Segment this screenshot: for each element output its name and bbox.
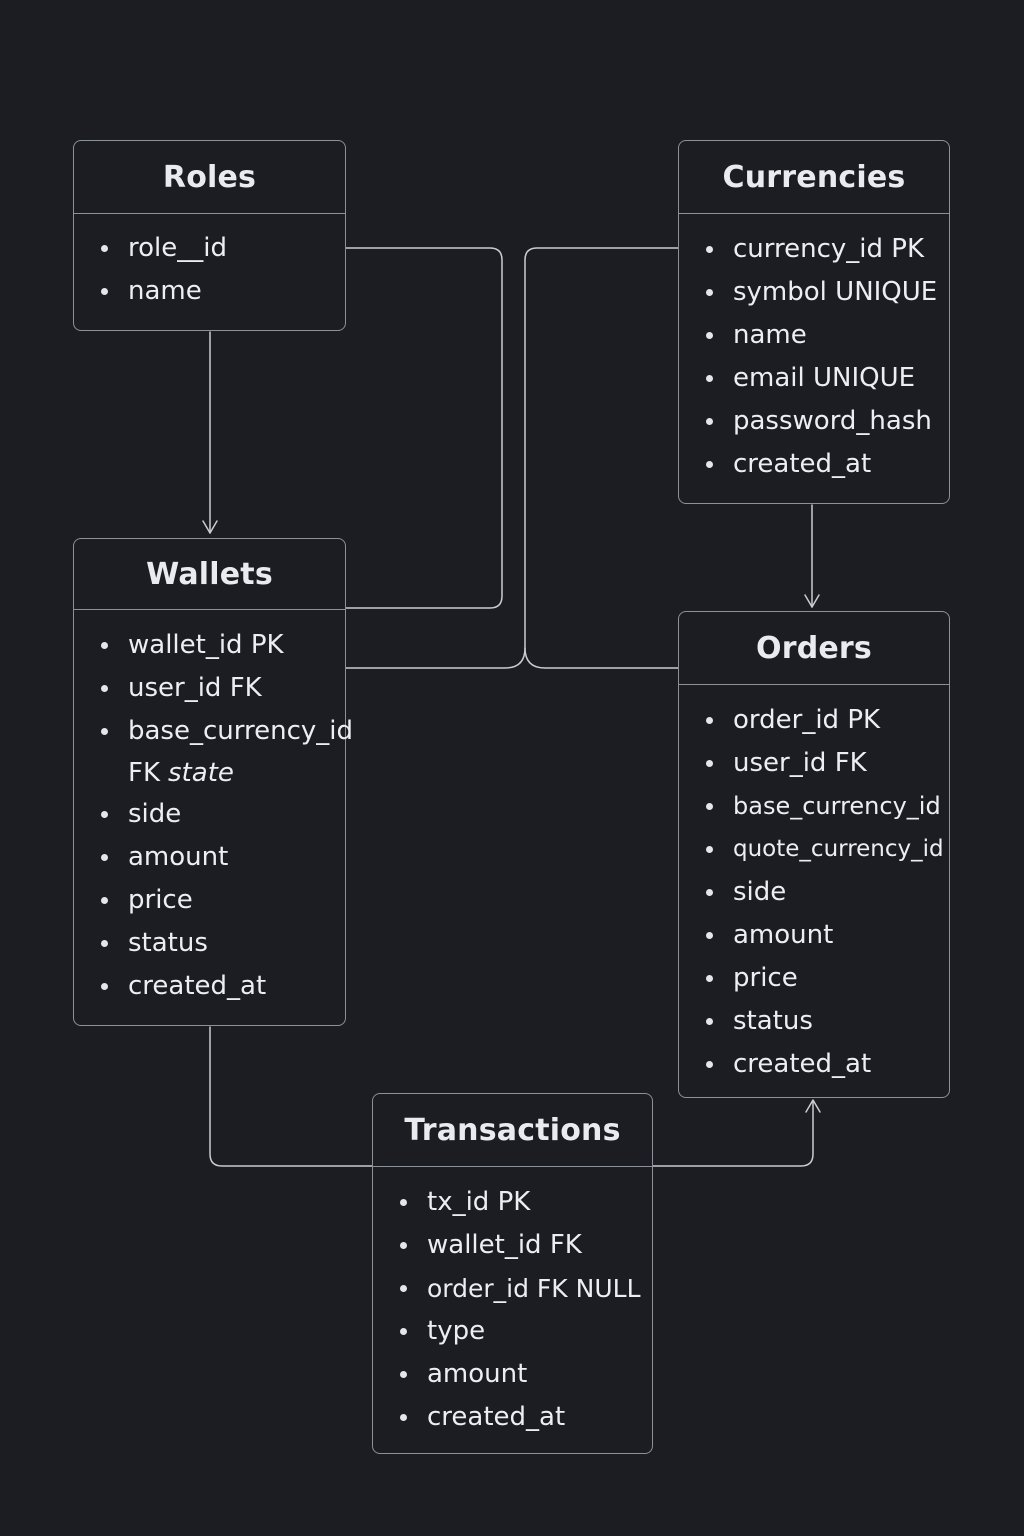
field-item: status	[679, 1000, 949, 1043]
entity-title: Transactions	[373, 1094, 652, 1167]
arrowhead-transactions-orders	[805, 1099, 821, 1113]
field-item: name	[679, 314, 949, 357]
field-item: password_hash	[679, 400, 949, 443]
field-continuation-emphasis: state	[168, 758, 234, 788]
field-item: email UNIQUE	[679, 357, 949, 400]
field-item: user_id FK	[74, 667, 345, 710]
field-list: tx_id PK wallet_id FK order_id FK NULL t…	[373, 1167, 652, 1439]
field-item: wallet_id FK	[373, 1224, 652, 1267]
field-item: user_id FK	[679, 742, 949, 785]
field-item: wallet_id PK	[74, 624, 345, 667]
field-item: amount	[373, 1353, 652, 1396]
entity-roles: Roles role__id name	[73, 140, 346, 331]
connector-wallets-transactions	[209, 1026, 373, 1167]
field-item: type	[373, 1310, 652, 1353]
connector-currencies-orders	[524, 647, 679, 669]
entity-title: Currencies	[679, 141, 949, 214]
field-text: base_currency_id	[128, 716, 353, 746]
field-item: side	[74, 793, 345, 836]
entity-title: Roles	[74, 141, 345, 214]
field-continuation-prefix: FK	[128, 758, 161, 788]
field-item: created_at	[373, 1396, 652, 1439]
entity-orders: Orders order_id PK user_id FK base_curre…	[678, 611, 950, 1098]
field-item: side	[679, 871, 949, 914]
field-item: price	[74, 879, 345, 922]
field-item: status	[74, 922, 345, 965]
field-list: order_id PK user_id FK base_currency_id …	[679, 685, 949, 1086]
connector-transactions-orders	[652, 1100, 814, 1167]
entity-currencies: Currencies currency_id PK symbol UNIQUE …	[678, 140, 950, 504]
field-item: amount	[74, 836, 345, 879]
field-item: currency_id PK	[679, 228, 949, 271]
field-list: currency_id PK symbol UNIQUE name email …	[679, 214, 949, 486]
field-item: amount	[679, 914, 949, 957]
field-list: wallet_id PK user_id FK base_currency_id…	[74, 610, 353, 1008]
field-item: role__id	[74, 227, 345, 270]
field-item: created_at	[679, 1043, 949, 1086]
connector-roles-wallets-loop	[345, 247, 503, 609]
field-item: created_at	[679, 443, 949, 486]
field-item: created_at	[74, 965, 345, 1008]
entity-title: Orders	[679, 612, 949, 685]
field-item: tx_id PK	[373, 1181, 652, 1224]
entity-title: Wallets	[74, 539, 345, 610]
entity-transactions: Transactions tx_id PK wallet_id FK order…	[372, 1093, 653, 1454]
field-item: order_id PK	[679, 699, 949, 742]
field-item: quote_currency_id	[679, 828, 949, 871]
connector-currencies-wallets	[345, 247, 679, 669]
field-item: base_currency_id	[679, 785, 949, 828]
entity-wallets: Wallets wallet_id PK user_id FK base_cur…	[73, 538, 353, 1026]
field-list: role__id name	[74, 214, 345, 313]
field-item: name	[74, 270, 345, 313]
arrowhead-roles-wallets	[202, 520, 218, 534]
field-item: order_id FK NULL	[373, 1267, 652, 1310]
field-item: price	[679, 957, 949, 1000]
field-item: symbol UNIQUE	[679, 271, 949, 314]
arrowhead-currencies-orders	[804, 594, 820, 608]
